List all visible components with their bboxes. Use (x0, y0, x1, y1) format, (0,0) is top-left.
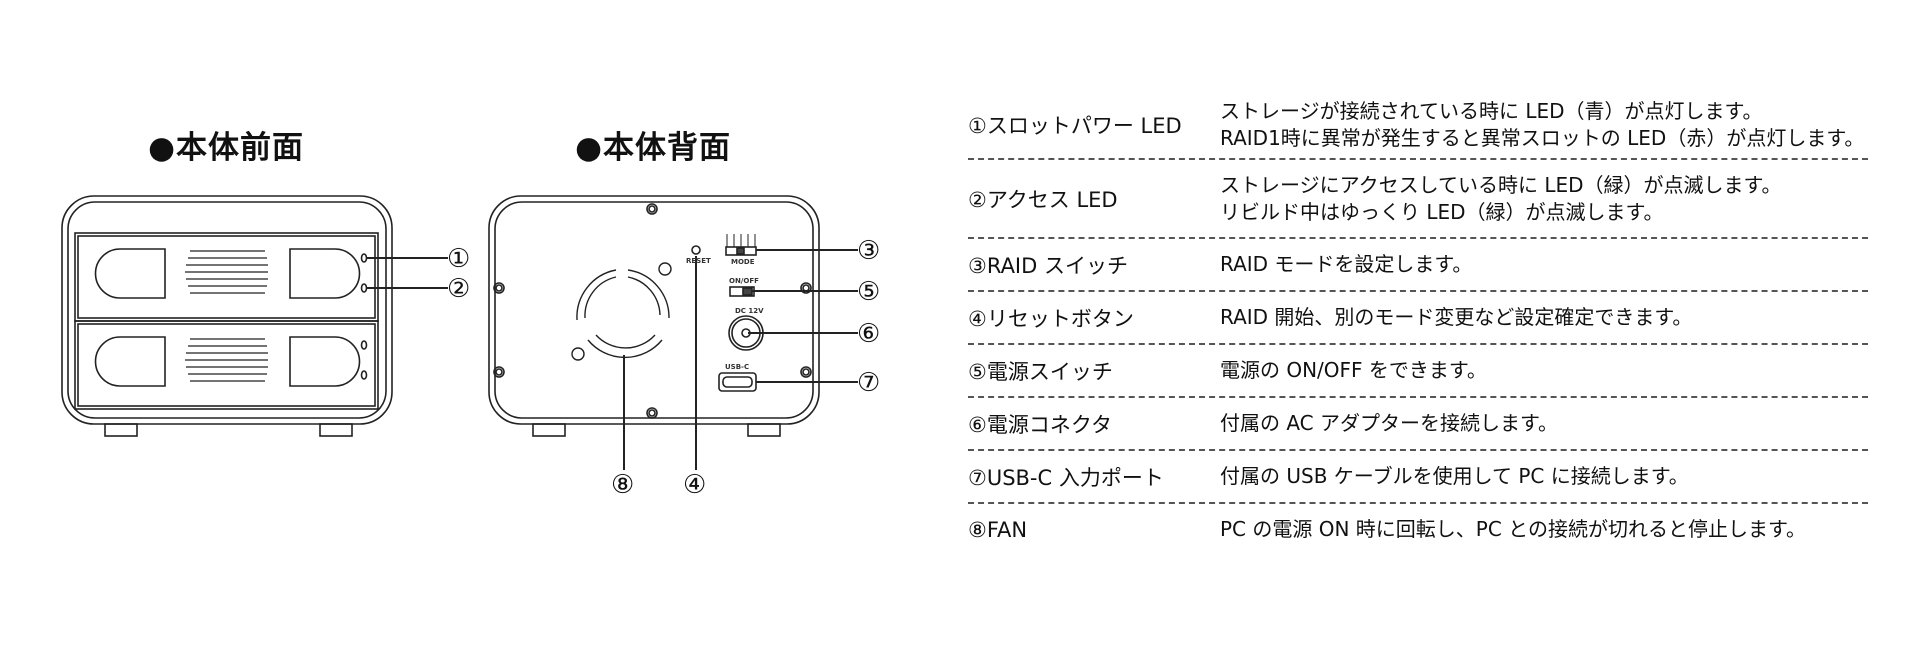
row-desc: ストレージが接続されている時に LED（青）が点灯します。 (1220, 99, 1763, 123)
table-row: ④リセットボタン RAID 開始、別のモード変更など設定確定できます。 (968, 292, 1868, 345)
table-row: ⑧FAN PC の電源 ON 時に回転し、PC との接続が切れると停止します。 (968, 504, 1868, 555)
callout-2: ② (447, 274, 470, 304)
row-desc: リビルド中はゆっくり LED（緑）が点滅します。 (1220, 199, 1664, 224)
row-desc: RAID1時に異常が発生すると異常スロットの LED（赤）が点灯します。 (1220, 126, 1865, 150)
table-row: ⑥電源コネクタ 付属の AC アダプターを接続します。 (968, 398, 1868, 451)
row-desc: PC の電源 ON 時に回転し、PC との接続が切れると停止します。 (1220, 517, 1806, 541)
front-view-title: ●本体前面 (148, 130, 305, 166)
row-label: ④リセットボタン (968, 306, 1134, 331)
back-view-title: ●本体背面 (575, 130, 732, 166)
table-row: ⑦USB-C 入力ポート 付属の USB ケーブルを使用して PC に接続します… (968, 451, 1868, 504)
table-row: ②アクセス LED ストレージにアクセスしている時に LED（緑）が点滅します。… (968, 160, 1868, 239)
access-led (360, 283, 368, 293)
row-label: ⑦USB-C 入力ポート (968, 465, 1164, 490)
row-label: ③RAID スイッチ (968, 253, 1128, 278)
mode-label: MODE (731, 258, 755, 266)
drive-bay-2 (74, 320, 379, 410)
usbc-label: USB-C (725, 363, 749, 371)
callout-1: ① (447, 244, 470, 274)
row-label: ①スロットパワー LED (968, 114, 1182, 138)
row-label: ②アクセス LED (968, 187, 1118, 212)
row-label: ⑧FAN (968, 517, 1028, 542)
row-desc: 付属の AC アダプターを接続します。 (1220, 411, 1559, 435)
row-desc: 付属の USB ケーブルを使用して PC に接続します。 (1220, 464, 1689, 488)
back-panel (488, 195, 858, 470)
fan-grille-icon (571, 262, 672, 361)
callout-4: ④ (683, 470, 706, 500)
row-desc: 電源の ON/OFF をできます。 (1220, 358, 1487, 382)
usb-c-port (718, 372, 757, 392)
feature-table: ①スロットパワー LED ストレージが接続されている時に LED（青）が点灯しま… (968, 92, 1868, 555)
reset-button (691, 245, 701, 255)
table-row: ③RAID スイッチ RAID モードを設定します。 (968, 239, 1868, 292)
drive-bay-1 (74, 232, 379, 322)
table-row: ⑤電源スイッチ 電源の ON/OFF をできます。 (968, 345, 1868, 398)
onoff-label: ON/OFF (729, 277, 759, 285)
callout-6: ⑥ (857, 319, 880, 349)
callout-8: ⑧ (611, 470, 634, 500)
callout-5: ⑤ (857, 277, 880, 307)
callout-7: ⑦ (857, 368, 880, 398)
table-row: ①スロットパワー LED ストレージが接続されている時に LED（青）が点灯しま… (968, 92, 1868, 160)
row-label: ⑥電源コネクタ (968, 412, 1112, 437)
row-desc: ストレージにアクセスしている時に LED（緑）が点滅します。 (1220, 172, 1782, 197)
callout-3: ③ (857, 236, 880, 266)
front-panel (61, 195, 448, 437)
dc-label: DC 12V (735, 307, 764, 315)
reset-label: RESET (686, 257, 711, 265)
row-desc: RAID 開始、別のモード変更など設定確定できます。 (1220, 305, 1693, 329)
row-desc: RAID モードを設定します。 (1220, 252, 1473, 276)
row-label: ⑤電源スイッチ (968, 359, 1113, 384)
slot-power-led (360, 253, 368, 263)
